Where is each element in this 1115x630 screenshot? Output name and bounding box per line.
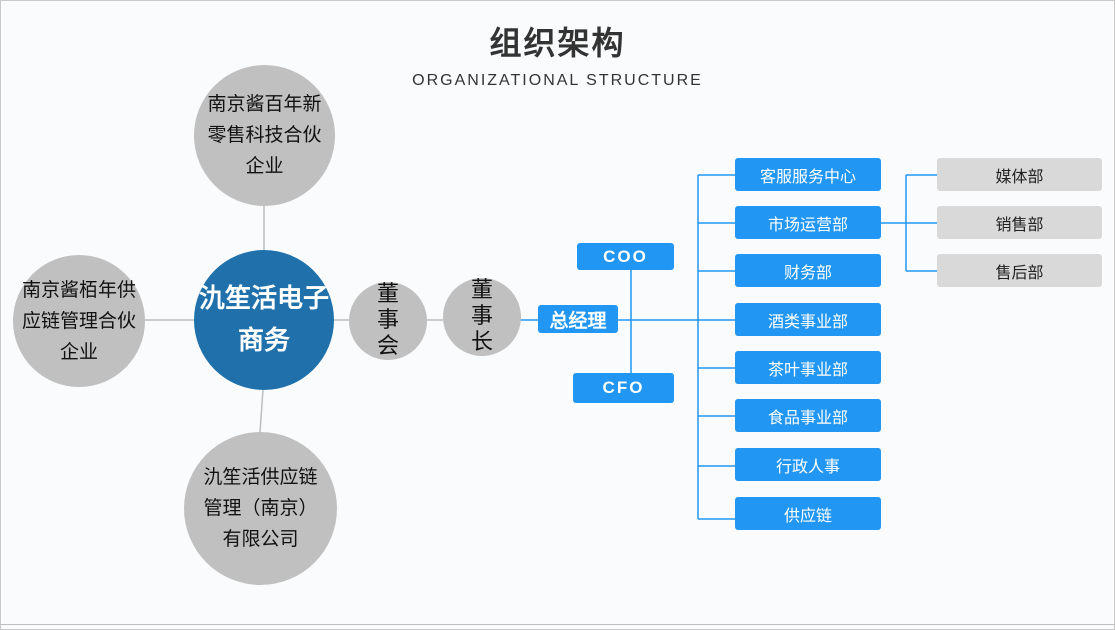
department-liquor: 酒类事业部 (735, 303, 881, 336)
coo-box: COO (577, 243, 674, 270)
department-tea: 茶叶事业部 (735, 351, 881, 384)
department-admin-hr: 行政人事 (735, 448, 881, 481)
department-marketing: 市场运营部 (735, 206, 881, 239)
chairman-label: 董事长 (470, 278, 493, 355)
general-manager-box: 总经理 (538, 305, 618, 333)
sub-department-media: 媒体部 (937, 158, 1102, 191)
affiliate-top: 南京酱百年新零售科技合伙企业 (194, 65, 335, 206)
page-title: 组织架构 (489, 24, 626, 62)
sub-department-after-sales: 售后部 (937, 254, 1102, 287)
chairman-circle: 董事长 (443, 278, 521, 356)
page-subtitle: ORGANIZATIONAL STRUCTURE (412, 72, 703, 89)
affiliate-left: 南京酱栢年供应链管理合伙企业 (13, 255, 145, 387)
affiliate-bottom: 氿笙活供应链管理（南京）有限公司 (184, 432, 337, 585)
bottom-divider (0, 624, 1115, 625)
board-label: 董事会 (376, 282, 399, 359)
department-finance: 财务部 (735, 254, 881, 287)
board-circle: 董事会 (349, 282, 427, 360)
department-supply-chain: 供应链 (735, 497, 881, 530)
department-food: 食品事业部 (735, 399, 881, 432)
company-name: 氿笙活电子商务 (198, 284, 329, 356)
cfo-box: CFO (573, 373, 674, 403)
company-circle: 氿笙活电子商务 (194, 250, 334, 390)
sub-department-sales: 销售部 (937, 206, 1102, 239)
department-customer-service: 客服服务中心 (735, 158, 881, 191)
connector-bottom (259, 389, 264, 433)
